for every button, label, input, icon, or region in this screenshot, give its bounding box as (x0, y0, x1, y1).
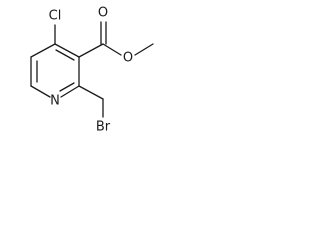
bond-carbonyl-ester-o (102, 43, 122, 56)
carbonyl-oxygen-label: O (98, 6, 108, 21)
bond-ester-o-methyl (134, 43, 154, 56)
bond-c5-c4 (30, 43, 56, 58)
double-bond-c2-n1-inner (59, 82, 75, 92)
bromine-label: Br (96, 120, 111, 135)
bond-c3-carbonyl (78, 43, 104, 58)
bond-c2-ch2 (78, 85, 104, 100)
chemical-structure-diagram: Cl O O N Br (30, 6, 154, 135)
bond-c2-n1 (60, 85, 80, 98)
bond-n1-c6 (30, 85, 51, 98)
double-bond-c4-c3-inner (55, 49, 75, 61)
bond-c4-c3 (54, 43, 80, 58)
ester-oxygen-label: O (123, 51, 133, 66)
nitrogen-label: N (50, 94, 60, 109)
chlorine-label: Cl (49, 9, 62, 24)
